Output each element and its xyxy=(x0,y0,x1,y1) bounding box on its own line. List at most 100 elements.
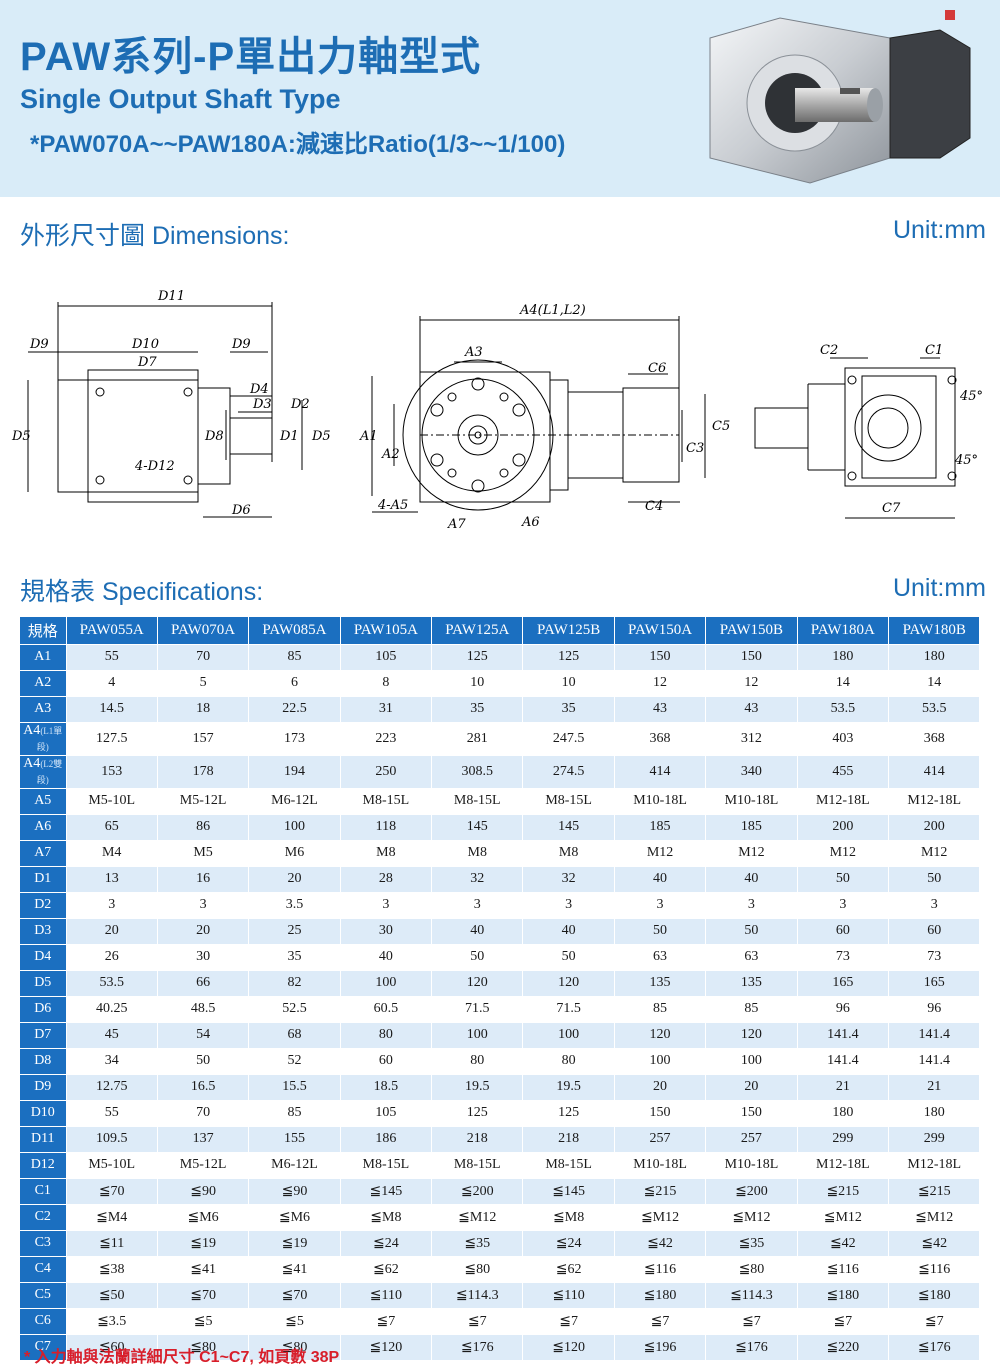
table-cell: 32 xyxy=(522,866,615,893)
row-label: C1 xyxy=(20,1178,67,1205)
table-cell: 3 xyxy=(431,892,524,919)
table-cell: ≦42 xyxy=(614,1230,707,1257)
table-cell: M5 xyxy=(157,840,250,867)
label-C3: C3 xyxy=(686,441,704,456)
label-D10: D10 xyxy=(131,337,159,352)
table-cell: 63 xyxy=(705,944,798,971)
row-label: A5 xyxy=(20,788,67,815)
table-cell: 13 xyxy=(66,866,158,893)
table-cell: ≦80 xyxy=(248,1334,341,1361)
row-label-text: D7 xyxy=(34,1027,52,1042)
table-cell: ≦90 xyxy=(248,1178,341,1205)
label-A2: A2 xyxy=(381,447,400,462)
table-cell: 85 xyxy=(705,996,798,1023)
spec-corner-cell: 規格 xyxy=(20,617,67,645)
dimensions-title: 外形尺寸圖 Dimensions: xyxy=(20,222,290,250)
table-cell: 28 xyxy=(340,866,433,893)
table-cell: 16 xyxy=(157,866,250,893)
table-cell: 153 xyxy=(66,755,158,789)
row-label-text: C6 xyxy=(34,1313,51,1328)
row-label: A3 xyxy=(20,696,67,723)
table-cell: 60 xyxy=(340,1048,433,1075)
table-cell: 12.75 xyxy=(66,1074,158,1101)
table-cell: M8-15L xyxy=(340,1152,433,1179)
table-cell: 223 xyxy=(340,722,433,756)
row-label: A6 xyxy=(20,814,67,841)
label-D12: 4-D12 xyxy=(134,459,175,474)
table-cell: 40 xyxy=(705,866,798,893)
table-cell: ≦176 xyxy=(888,1334,981,1361)
table-row: C1≦70≦90≦90≦145≦200≦145≦215≦200≦215≦215 xyxy=(20,1178,981,1205)
table-cell: 50 xyxy=(614,918,707,945)
table-cell: 14 xyxy=(797,670,890,697)
table-cell: 50 xyxy=(888,866,981,893)
table-cell: ≦35 xyxy=(431,1230,524,1257)
table-cell: 120 xyxy=(614,1022,707,1049)
table-cell: 145 xyxy=(522,814,615,841)
row-label-text: C4 xyxy=(34,1261,51,1276)
table-cell: 20 xyxy=(705,1074,798,1101)
table-cell: 53.5 xyxy=(66,970,158,997)
table-cell: M10-18L xyxy=(705,788,798,815)
table-cell: 80 xyxy=(431,1048,524,1075)
table-cell: M8-15L xyxy=(431,788,524,815)
row-label: C4 xyxy=(20,1256,67,1283)
dimension-drawings-svg: D11 D9 D10 D9 D7 D4 D3 D2 D5 D8 D1 D5 4-… xyxy=(11,289,983,532)
table-cell: ≦19 xyxy=(157,1230,250,1257)
table-cell: 71.5 xyxy=(431,996,524,1023)
table-cell: 71.5 xyxy=(522,996,615,1023)
table-cell: 414 xyxy=(888,755,981,789)
table-cell: 19.5 xyxy=(522,1074,615,1101)
col-header: PAW105A xyxy=(340,617,433,645)
gearbox-product-image xyxy=(709,10,971,184)
label-C7: C7 xyxy=(882,501,901,516)
table-cell: M8 xyxy=(522,840,615,867)
table-cell: 14 xyxy=(888,670,981,697)
side-view-body xyxy=(57,379,199,493)
label-C2: C2 xyxy=(820,343,838,358)
table-cell: 165 xyxy=(888,970,981,997)
label-D4: D4 xyxy=(249,382,269,397)
table-cell: 8 xyxy=(340,670,433,697)
table-cell: 118 xyxy=(340,814,433,841)
table-cell: ≦116 xyxy=(797,1256,890,1283)
table-cell: ≦24 xyxy=(522,1230,615,1257)
row-label-text: A5 xyxy=(34,793,52,808)
table-cell: 157 xyxy=(157,722,250,756)
row-label-text: D10 xyxy=(30,1105,55,1120)
row-label: C5 xyxy=(20,1282,67,1309)
row-label-text: D4 xyxy=(34,949,52,964)
table-cell: M8-15L xyxy=(522,1152,615,1179)
table-cell: ≦M6 xyxy=(248,1204,341,1231)
table-cell: 3 xyxy=(705,892,798,919)
row-label-text: A6 xyxy=(34,819,52,834)
table-cell: 34 xyxy=(66,1048,158,1075)
table-cell: 35 xyxy=(431,696,524,723)
table-cell: 65 xyxy=(66,814,158,841)
table-cell: 30 xyxy=(340,918,433,945)
table-cell: 368 xyxy=(888,722,981,756)
table-cell: 86 xyxy=(157,814,250,841)
table-cell: 218 xyxy=(431,1126,524,1153)
row-label: D10 xyxy=(20,1100,67,1127)
dimensions-unit: Unit:mm xyxy=(892,216,986,244)
table-cell: 120 xyxy=(431,970,524,997)
table-cell: 12 xyxy=(614,670,707,697)
table-cell: 18.5 xyxy=(340,1074,433,1101)
table-cell: ≦176 xyxy=(431,1334,524,1361)
table-cell: ≦196 xyxy=(614,1334,707,1361)
table-cell: 3 xyxy=(797,892,890,919)
table-cell: 70 xyxy=(157,644,250,671)
table-cell: ≦200 xyxy=(705,1178,798,1205)
table-cell: 16.5 xyxy=(157,1074,250,1101)
col-header: PAW125B xyxy=(522,617,615,645)
row-label-text: A4 xyxy=(23,755,41,771)
table-cell: 66 xyxy=(157,970,250,997)
table-cell: 145 xyxy=(431,814,524,841)
row-label-text: A7 xyxy=(34,845,52,860)
table-cell: 180 xyxy=(797,644,890,671)
label-D7: D7 xyxy=(137,355,157,370)
table-cell: 10 xyxy=(431,670,524,697)
